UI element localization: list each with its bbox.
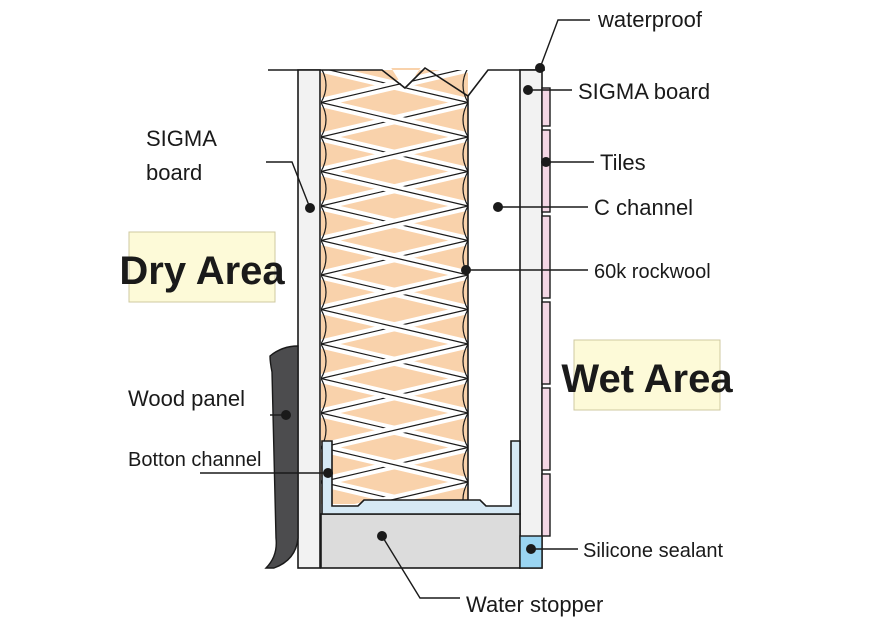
sigma-board-left [297, 69, 321, 569]
bottom-channel [321, 440, 521, 515]
label-waterproof: waterproof [597, 7, 703, 32]
tiles [541, 87, 551, 537]
dry-area-label: Dry Area [119, 249, 285, 293]
rockwool-fiber-line [321, 68, 468, 504]
rockwool-edge-curve [462, 378, 468, 414]
label-tiles: Tiles [600, 150, 646, 175]
rockwool-edge-curve [321, 343, 327, 379]
wood-panel [264, 345, 299, 569]
rockwool-edge-curve [321, 171, 327, 207]
label-wood-panel: Wood panel [128, 386, 245, 411]
rockwool-edge-curve [321, 240, 327, 276]
leader-dots [281, 63, 551, 554]
water-stopper [320, 513, 521, 569]
rockwool-edge-curve [321, 378, 327, 414]
dry-area-box [128, 231, 276, 303]
rockwool-edge-curve [321, 136, 327, 172]
label-sigma-board-left-2: board [146, 160, 202, 185]
rockwool-edge-curve [462, 205, 468, 241]
rockwool-edge-curve [462, 102, 468, 138]
rockwool-edge-curve [321, 309, 327, 345]
rockwool-top-edge [268, 66, 545, 98]
rockwool-edge-curve [462, 274, 468, 310]
sigma-board-right [519, 69, 543, 569]
rockwool-edge-curve [321, 274, 327, 310]
rockwool-edge-curve [462, 136, 468, 172]
rockwool-edge-curve [462, 171, 468, 207]
label-bottom-channel: Botton channel [128, 449, 261, 471]
rockwool-top-notch [321, 66, 468, 90]
rockwool-edge-curve [321, 205, 327, 241]
wet-area-box [573, 339, 721, 411]
leader-lines [200, 19, 594, 599]
label-silicone-sealant: Silicone sealant [583, 540, 724, 562]
rockwool-edge-curve [462, 412, 468, 448]
label-sigma-board-left-1: SIGMA [146, 126, 217, 151]
label-c-channel: C channel [594, 195, 693, 220]
rockwool-pattern [321, 68, 468, 504]
rockwool-edge-curve [462, 343, 468, 379]
rockwool-edge-curve [462, 309, 468, 345]
rockwool-edge-curve [321, 68, 327, 103]
label-rockwool: 60k rockwool [594, 261, 711, 283]
rockwool-edge-curve [462, 447, 468, 483]
rockwool-edge-curve [462, 68, 468, 103]
wet-area-label: Wet Area [561, 357, 733, 401]
label-water-stopper: Water stopper [466, 592, 603, 617]
label-sigma-board-right: SIGMA board [578, 79, 710, 104]
rockwool-edge-curve [321, 102, 327, 138]
